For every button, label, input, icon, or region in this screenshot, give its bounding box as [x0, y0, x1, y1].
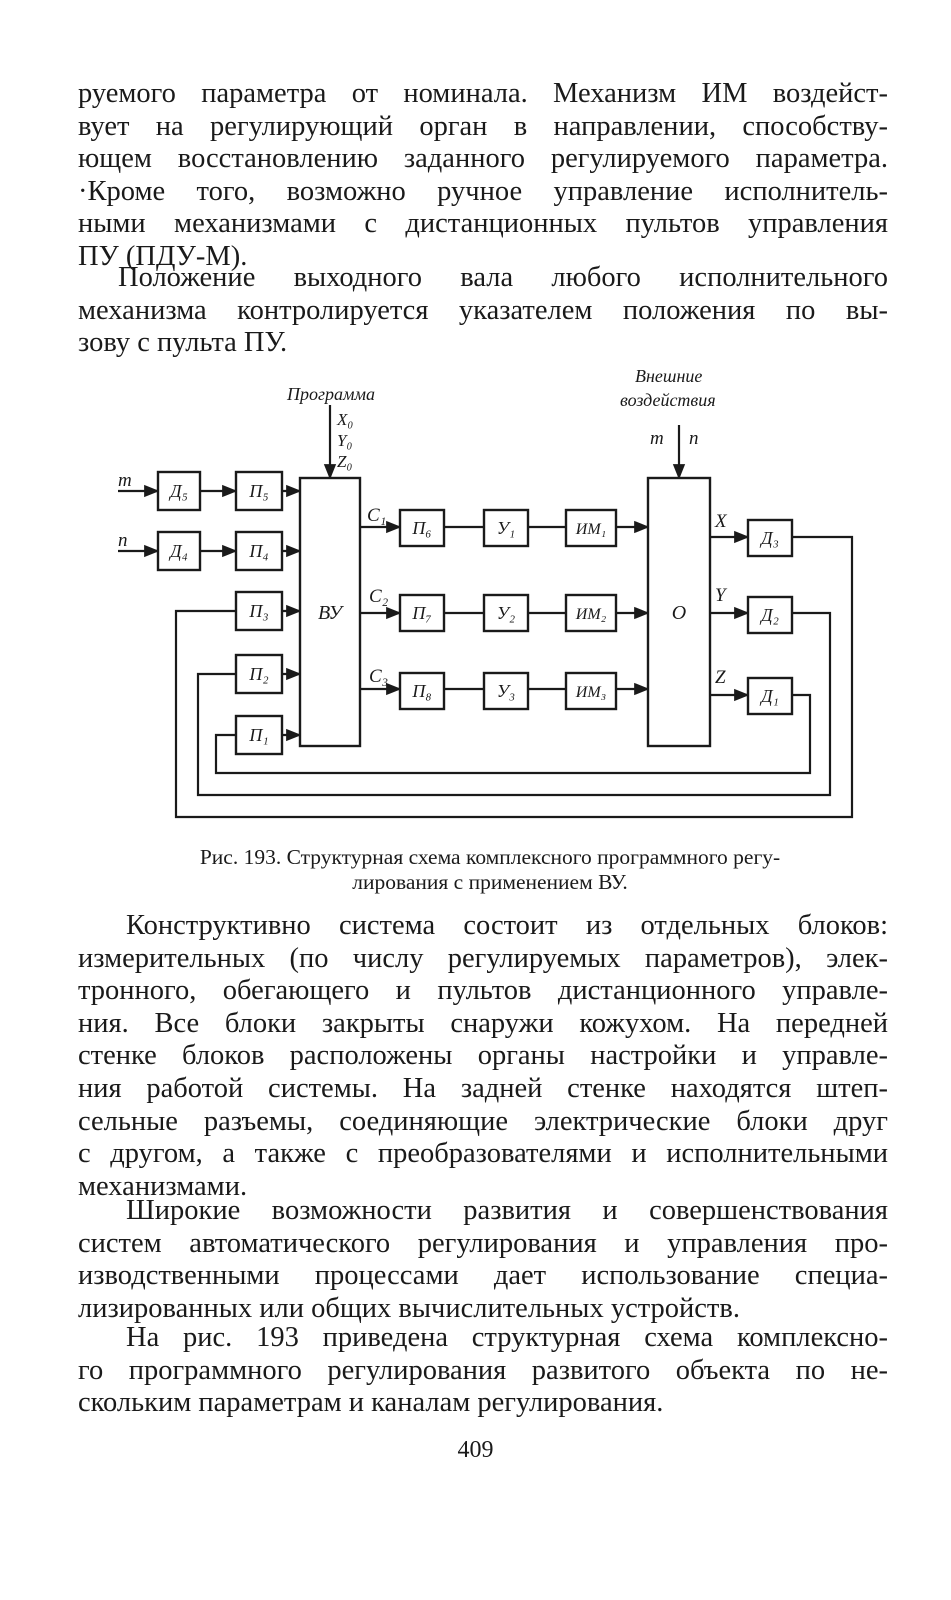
label-d1: Д₁	[759, 686, 779, 706]
label-p6: П₆	[411, 518, 431, 538]
block-d2	[746, 595, 794, 635]
block-d4	[156, 530, 202, 572]
text-line: механизма контролируется указателем поло…	[78, 294, 888, 326]
label-im2: ИМ₂	[575, 606, 607, 623]
text-line: тронного, обегающего и пультов дистанцио…	[78, 975, 888, 1007]
paragraph-5: На рис. 193 приведена структурная схема …	[78, 1322, 888, 1420]
program-x0: X₀	[336, 410, 353, 429]
block-object	[646, 476, 712, 748]
label-im3: ИМ₃	[575, 684, 606, 701]
text-line: ющем восстановлению заданного регулируем…	[78, 143, 888, 175]
text-line: Положение выходного вала любого исполнит…	[118, 262, 888, 293]
text-line: ными механизмами с дистанционных пультов…	[78, 208, 888, 240]
block-p7	[398, 593, 446, 633]
text-line: На рис. 193 приведена структурная схема …	[126, 1322, 888, 1353]
block-d3	[746, 518, 794, 558]
text-line: вует на регулирующий орган в направлении…	[78, 110, 888, 142]
text-line: ния работой системы. На задней стенке на…	[78, 1072, 888, 1104]
label-d2: Д₂	[759, 605, 779, 625]
text-line: руемого параметра от номинала. Механизм …	[78, 78, 888, 109]
signal-c1: C₁	[367, 505, 386, 526]
block-im2	[564, 593, 618, 633]
external-label-2: воздействия	[620, 390, 716, 410]
block-p2	[234, 653, 284, 695]
text-line: механизмами.	[78, 1170, 248, 1202]
caption-line: лирования с применением ВУ.	[352, 870, 628, 894]
text-line: стенке блоков расположены органы настрой…	[78, 1040, 888, 1072]
text-line: с другом, а также с преобразователями и …	[78, 1138, 888, 1170]
input-n-label: n	[118, 530, 128, 551]
external-m-label: m	[650, 428, 664, 449]
text-line: зову с пульта ПУ.	[78, 327, 288, 359]
label-d4: Д₄	[168, 541, 188, 561]
label-u3: У₃	[497, 681, 515, 701]
label-p3: П₃	[248, 601, 268, 621]
signal-x: X	[714, 511, 728, 532]
program-y0: Y₀	[337, 431, 352, 450]
signal-z: Z	[715, 667, 726, 688]
block-diagram: Д₅ Д₄ П₅ П₄ П₃ П₂ П₁ ВУ П₆ П₇ П₈ У₁ У₂ У…	[118, 366, 854, 819]
block-p6	[398, 508, 446, 548]
block-p5	[234, 470, 284, 512]
text-line: го программного регулирования развитого …	[78, 1354, 888, 1386]
block-d5	[156, 470, 202, 512]
block-u3	[482, 671, 530, 711]
label-u2: У₂	[497, 603, 515, 623]
text-line: скольким параметрам и каналам регулирова…	[78, 1387, 664, 1419]
block-p3	[234, 590, 284, 632]
text-line: ·Кроме того, возможно ручное управление …	[78, 175, 888, 207]
external-n-label: n	[689, 428, 699, 449]
text-line: ПУ (ПДУ-М).	[78, 240, 248, 272]
text-line: ния. Все блоки закрыты снаружи кожухом. …	[78, 1007, 888, 1039]
text-line: лизированных или общих вычислительных ус…	[78, 1292, 740, 1324]
label-im1: ИМ₁	[575, 521, 606, 538]
figure-caption: Рис. 193. Структурная схема комплексного…	[110, 845, 870, 895]
program-z0: Z₀	[337, 452, 352, 471]
caption-line: Рис. 193. Структурная схема комплексного…	[199, 845, 781, 869]
paragraph-2: Положение выходного вала любого исполнит…	[78, 262, 888, 360]
block-im3	[564, 671, 618, 711]
program-label: Программа	[286, 384, 375, 404]
block-u1	[482, 508, 530, 548]
block-d1	[746, 676, 794, 716]
label-u1: У₁	[497, 518, 515, 538]
block-im1	[564, 508, 618, 548]
signal-y: Y	[715, 585, 728, 606]
block-u2	[482, 593, 530, 633]
label-object: О	[672, 602, 686, 624]
external-label-1: Внешние	[635, 366, 702, 386]
text-line: Широкие возможности развития и совершенс…	[126, 1195, 888, 1226]
block-vu	[298, 476, 362, 748]
label-p8: П₈	[411, 681, 431, 701]
paragraph-3: Конструктивно система состоит из отдельн…	[78, 910, 888, 1203]
label-vu: ВУ	[318, 602, 345, 624]
signal-c2: C₂	[369, 586, 389, 607]
input-m-label: m	[118, 470, 132, 491]
page-number: 409	[457, 1437, 494, 1463]
block-p4	[234, 530, 284, 572]
label-p1: П₁	[248, 725, 268, 745]
text-line: измерительных (по числу регулируемых пар…	[78, 942, 888, 974]
label-p5: П₅	[248, 481, 268, 501]
text-line: изводственными процессами дает использов…	[78, 1260, 888, 1292]
text-line: систем автоматического регулирования и у…	[78, 1227, 888, 1259]
text-line: сельные разъемы, соединяющие электрическ…	[78, 1105, 888, 1137]
paragraph-1: руемого параметра от номинала. Механизм …	[78, 78, 888, 274]
paragraph-4: Широкие возможности развития и совершенс…	[78, 1195, 888, 1325]
block-p1	[234, 714, 284, 756]
label-d3: Д₃	[759, 528, 779, 548]
label-p2: П₂	[248, 664, 268, 684]
text-line: Конструктивно система состоит из отдельн…	[126, 910, 888, 941]
label-p4: П₄	[248, 541, 268, 561]
block-p8	[398, 671, 446, 711]
signal-c3: C₃	[369, 666, 388, 687]
label-p7: П₇	[411, 603, 431, 623]
label-d5: Д₅	[168, 481, 188, 501]
